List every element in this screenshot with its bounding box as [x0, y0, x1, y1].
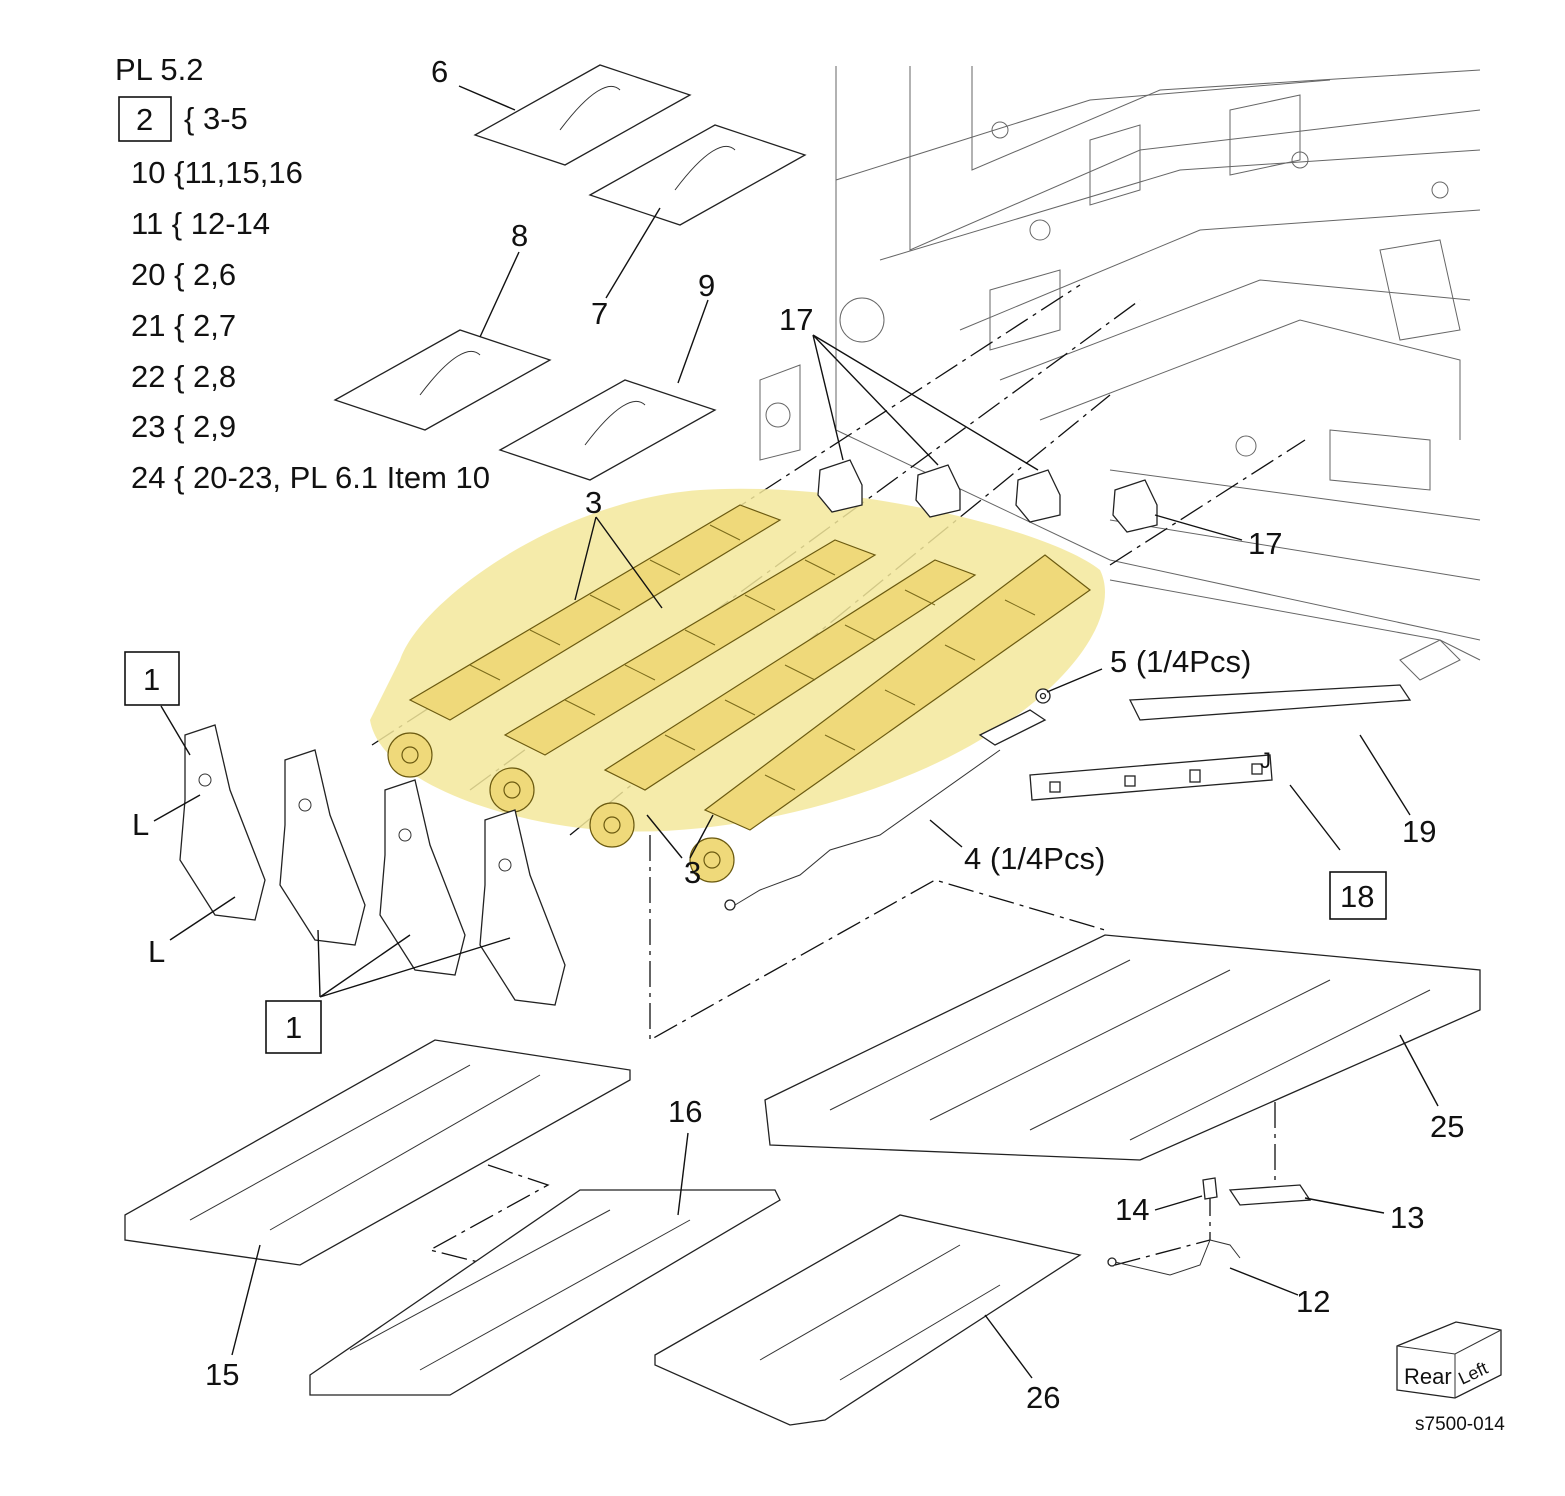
board-18: [1029, 754, 1273, 801]
legend-line: 21 { 2,7: [131, 308, 236, 343]
legend-line: 20 { 2,6: [131, 257, 236, 292]
legend-line: 23 { 2,9: [131, 409, 236, 444]
drum-cartridge: [689, 554, 1092, 883]
legend-line: 22 { 2,8: [131, 359, 236, 394]
tray-25: [764, 934, 1481, 1161]
tray-15: [124, 1039, 631, 1266]
callout-1-box: [265, 1000, 322, 1054]
callout-26: 26: [1026, 1380, 1060, 1415]
cube-label-rear: Rear: [1404, 1364, 1452, 1389]
connector-14: [1202, 1177, 1218, 1200]
legend-line: 10 {11,15,16: [131, 155, 303, 190]
callout-14: 14: [1115, 1192, 1149, 1227]
bracket-1: [179, 724, 266, 921]
callout-25: 25: [1430, 1109, 1464, 1144]
callout-3: 3: [585, 485, 602, 520]
callout-1: 1: [285, 1010, 302, 1045]
callout-6: 6: [431, 54, 448, 89]
legend-box-suffix: { 3-5: [184, 101, 248, 136]
callout-labels: 6 7 8 9 17 17 3 3 5 (1/4Pcs) 4 (1/4Pcs) …: [124, 54, 1464, 1415]
tray-26: [654, 1214, 1082, 1426]
drum-cartridge: [489, 539, 877, 813]
callout-3: 3: [684, 855, 701, 890]
bag-8: [333, 329, 552, 431]
bracket-1: [279, 749, 366, 946]
drum-cartridge: [589, 559, 977, 848]
callout-1-box: [124, 651, 180, 706]
bag-6: [473, 64, 692, 166]
callout-L: L: [132, 807, 149, 842]
callout-5: 5 (1/4Pcs): [1110, 644, 1251, 679]
harness-12: [1107, 1239, 1241, 1276]
callout-16: 16: [668, 1094, 702, 1129]
callout-4: 4 (1/4Pcs): [964, 841, 1105, 876]
callout-J: J: [1260, 748, 1271, 773]
parts-legend: PL 5.2 2 { 3-5 10 {11,15,16 11 { 12-14 2…: [115, 52, 490, 495]
drum-cartridge: [387, 504, 782, 778]
machine-frame: [759, 66, 1481, 681]
callout-7: 7: [591, 296, 608, 331]
bag-7: [588, 124, 807, 226]
clip-17: [817, 459, 863, 513]
callout-8: 8: [511, 218, 528, 253]
orientation-cube: Rear Left: [1396, 1321, 1502, 1399]
callout-1: 1: [143, 662, 160, 697]
bag-9: [498, 379, 717, 481]
rail-19: [1128, 684, 1412, 721]
washer-5: [1035, 688, 1051, 704]
clip-17: [1112, 479, 1158, 533]
legend-title: PL 5.2: [115, 52, 203, 87]
tray-16: [309, 1189, 781, 1396]
pcb-13: [1228, 1184, 1312, 1206]
callout-18: 18: [1340, 879, 1374, 914]
callout-15: 15: [205, 1357, 239, 1392]
callout-13: 13: [1390, 1200, 1424, 1235]
bracket-1: [379, 779, 466, 976]
callout-17: 17: [1248, 526, 1282, 561]
callout-L: L: [148, 934, 165, 969]
leader-lines: [153, 85, 1439, 1379]
figure-id: s7500-014: [1415, 1414, 1505, 1435]
callout-17: 17: [779, 302, 813, 337]
clip-17: [915, 464, 961, 518]
clip-17: [1015, 469, 1061, 523]
bracket-1: [479, 809, 566, 1006]
callout-19: 19: [1402, 814, 1436, 849]
callout-12: 12: [1296, 1284, 1330, 1319]
callout-18-box: [1329, 871, 1387, 920]
legend-ref-box: [118, 96, 172, 142]
callout-9: 9: [698, 268, 715, 303]
legend-box-number: 2: [136, 102, 153, 137]
harness-4: [724, 709, 1047, 911]
legend-line: 11 { 12-14: [131, 206, 270, 241]
legend-line: 24 { 20-23, PL 6.1 Item 10: [131, 460, 490, 495]
